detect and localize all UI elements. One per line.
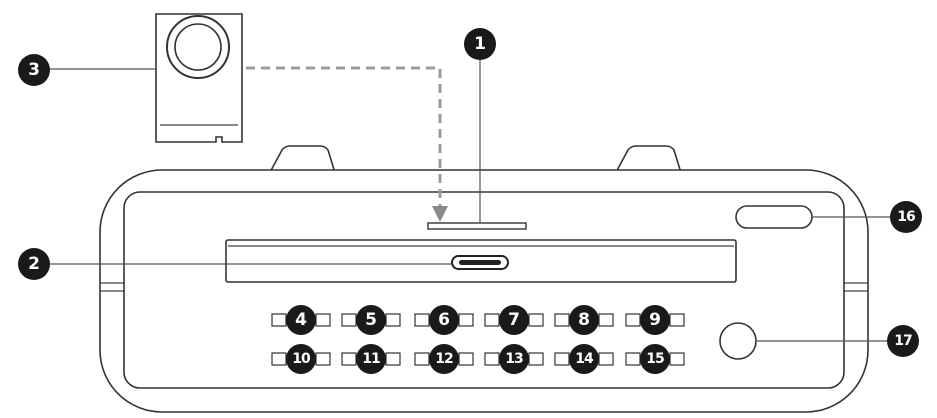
led-right-tab	[598, 313, 614, 327]
led-right-tab	[669, 313, 685, 327]
led-left-tab	[271, 352, 287, 366]
callout-15-label: 15	[646, 351, 664, 367]
led-left-tab	[271, 313, 287, 327]
led-left-tab	[554, 352, 570, 366]
led-indicator-10: 10	[271, 344, 331, 374]
callout-2-label: 2	[28, 254, 40, 274]
led-indicator-13: 13	[484, 344, 544, 374]
left-mounting-tab	[267, 145, 337, 177]
callout-14-badge	[569, 344, 599, 374]
led-right-tab	[458, 313, 474, 327]
insertion-path	[246, 66, 442, 206]
led-indicator-group: 4 5 6 7 8 9 10 11 12 13 14 15	[271, 305, 685, 374]
insertion-arrow-icon	[432, 206, 448, 222]
callout-13-label: 13	[505, 351, 523, 367]
callout-4-badge	[286, 305, 316, 335]
led-right-tab	[598, 352, 614, 366]
callout-7-badge	[499, 305, 529, 335]
callout-11-badge	[356, 344, 386, 374]
led-right-tab	[385, 352, 401, 366]
led-indicator-7: 7	[484, 305, 544, 335]
led-right-tab	[528, 352, 544, 366]
led-left-tab	[554, 313, 570, 327]
callout-6-badge	[429, 305, 459, 335]
led-left-tab	[625, 352, 641, 366]
callout-10-label: 10	[292, 351, 311, 367]
led-left-tab	[341, 313, 357, 327]
callout-13-badge	[499, 344, 529, 374]
card-module-lens-inner	[174, 23, 222, 71]
callout-9-badge	[640, 305, 670, 335]
led-indicator-14: 14	[554, 344, 614, 374]
top-right-button	[735, 205, 813, 229]
callout-3-label: 3	[28, 60, 40, 80]
callout-12-badge	[429, 344, 459, 374]
right-mounting-tab	[613, 145, 683, 177]
led-right-tab	[458, 352, 474, 366]
callout-10-badge	[286, 344, 316, 374]
callout-5-label: 5	[365, 310, 377, 330]
callout-3: 3	[18, 54, 50, 86]
callout-14-label: 14	[575, 351, 594, 367]
callout-15-badge	[640, 344, 670, 374]
led-right-tab	[385, 313, 401, 327]
led-right-tab	[528, 313, 544, 327]
callout-16-label: 16	[897, 209, 915, 225]
callout-8-label: 8	[578, 310, 590, 330]
led-left-tab	[625, 313, 641, 327]
led-left-tab	[414, 352, 430, 366]
led-indicator-5: 5	[341, 305, 401, 335]
led-right-tab	[669, 352, 685, 366]
callout-9-label: 9	[649, 310, 661, 330]
led-left-tab	[341, 352, 357, 366]
callout-7-label: 7	[508, 310, 520, 330]
led-left-tab	[414, 313, 430, 327]
callout-1-label: 1	[474, 34, 486, 54]
callout-6-label: 6	[438, 310, 450, 330]
callout-2: 2	[18, 248, 50, 280]
led-indicator-8: 8	[554, 305, 614, 335]
led-left-tab	[484, 352, 500, 366]
callout-5-badge	[356, 305, 386, 335]
card-slot	[427, 222, 527, 230]
led-right-tab	[315, 313, 331, 327]
callout-8-badge	[569, 305, 599, 335]
led-indicator-15: 15	[625, 344, 685, 374]
callout-16: 16	[890, 201, 922, 233]
callout-12-label: 12	[435, 351, 453, 367]
led-left-tab	[484, 313, 500, 327]
led-indicator-11: 11	[341, 344, 401, 374]
callout-17-label: 17	[894, 333, 912, 349]
led-indicator-4: 4	[271, 305, 331, 335]
led-indicator-12: 12	[414, 344, 474, 374]
callout-17: 17	[887, 325, 919, 357]
callout-11-label: 11	[362, 351, 380, 367]
led-indicator-6: 6	[414, 305, 474, 335]
led-indicator-9: 9	[625, 305, 685, 335]
led-right-tab	[315, 352, 331, 366]
callout-1: 1	[464, 28, 496, 60]
round-sensor	[719, 322, 757, 360]
connector-port-inner	[459, 260, 501, 265]
callout-4-label: 4	[295, 310, 307, 330]
